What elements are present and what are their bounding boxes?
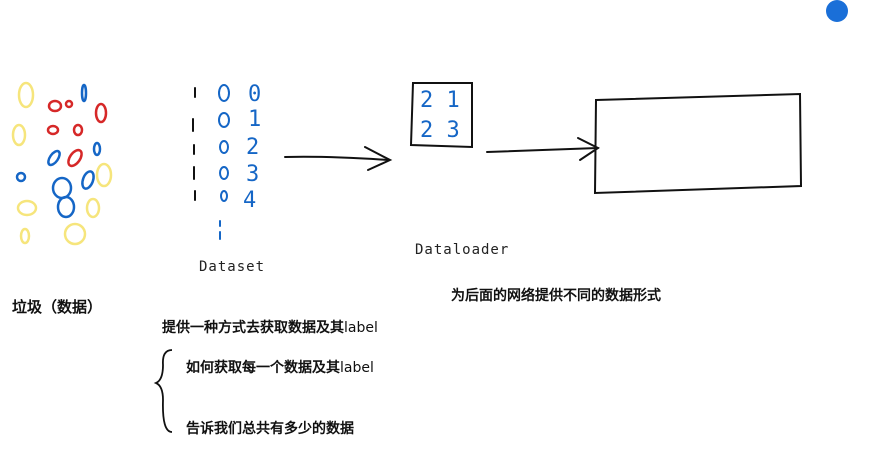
- data-blobs: [11, 81, 113, 246]
- dataset-index: 4: [243, 188, 256, 213]
- batch-row-2: 2 3: [420, 118, 460, 143]
- dataset-index: 1: [248, 107, 261, 132]
- arrow-to-network: [486, 137, 600, 161]
- dataset-index: 3: [246, 162, 259, 187]
- how-get-text: 如何获取每一个数据及其: [186, 360, 340, 376]
- how-get-label: 如何获取每一个数据及其label: [186, 357, 374, 377]
- arrow-to-dataloader: [284, 146, 393, 171]
- dataset-index: 2: [246, 135, 259, 160]
- provide-text: 提供一种方式去获取数据及其: [162, 320, 344, 336]
- network-box: [593, 92, 803, 195]
- dataloader-box: [409, 82, 473, 149]
- dataset-sketch: [192, 84, 230, 240]
- app-icon[interactable]: [826, 0, 848, 22]
- dataset-label: Dataset: [199, 259, 266, 275]
- dataset-index: 0: [248, 82, 261, 107]
- provide-label-word: label: [344, 320, 378, 336]
- dataloader-label: Dataloader: [415, 242, 510, 258]
- network-label: 为后面的网络提供不同的数据形式: [451, 288, 661, 304]
- batch-row-1: 2 1: [420, 88, 460, 113]
- brace-icon: [153, 349, 173, 433]
- tell-total-label: 告诉我们总共有多少的数据: [186, 421, 354, 437]
- provide-label: 提供一种方式去获取数据及其label: [162, 317, 378, 337]
- how-get-label-word: label: [340, 360, 374, 376]
- garbage-label: 垃圾（数据）: [12, 298, 103, 316]
